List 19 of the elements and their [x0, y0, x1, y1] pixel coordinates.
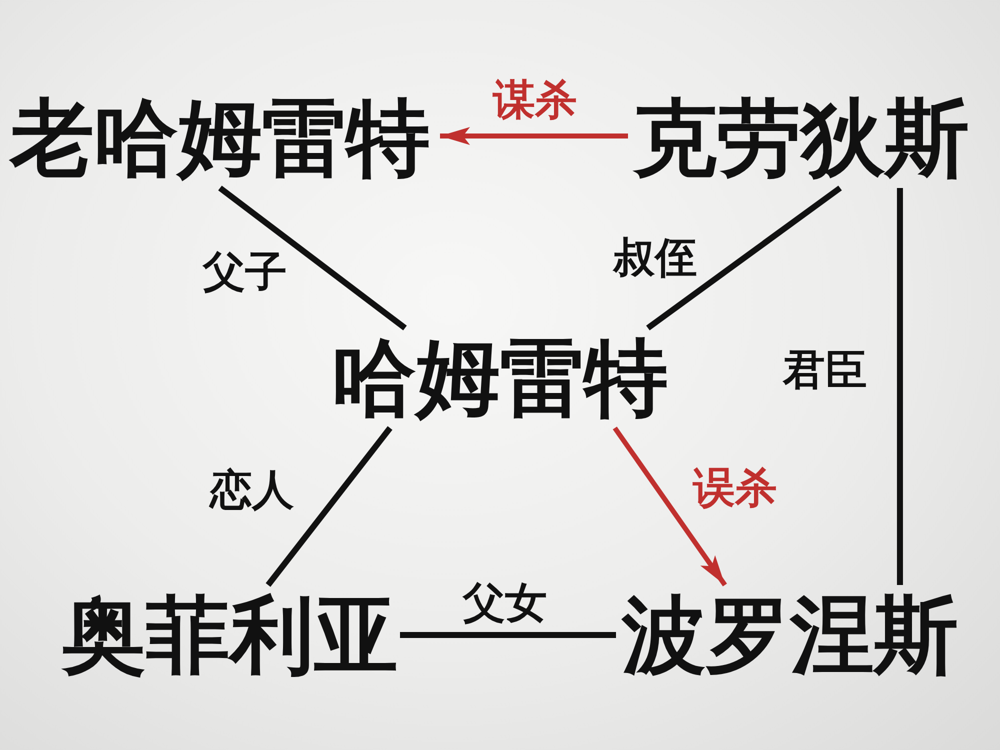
character-name: 波罗涅斯: [616, 585, 964, 685]
edge-label: 君臣: [782, 344, 868, 396]
arrow: [612, 426, 727, 586]
relation-line: [896, 188, 903, 585]
relation-line: [400, 632, 616, 638]
relation-line: [218, 186, 407, 330]
edge-label: 恋人: [208, 464, 295, 516]
edge-label: 误杀: [692, 462, 778, 514]
edge-label: 父女: [461, 577, 548, 629]
character-name: 老哈姆雷特: [0, 88, 440, 188]
edge-label: 谋杀: [492, 74, 578, 126]
character-name: 克劳狄斯: [628, 88, 974, 188]
relation-line: [266, 426, 392, 587]
relation-line: [646, 186, 842, 330]
character-name: 奥菲利亚: [60, 585, 400, 685]
arrow: [440, 127, 628, 145]
edge-label: 父子: [201, 246, 288, 298]
edge-label: 叔侄: [612, 232, 698, 284]
character-name: 哈姆雷特: [326, 328, 674, 428]
